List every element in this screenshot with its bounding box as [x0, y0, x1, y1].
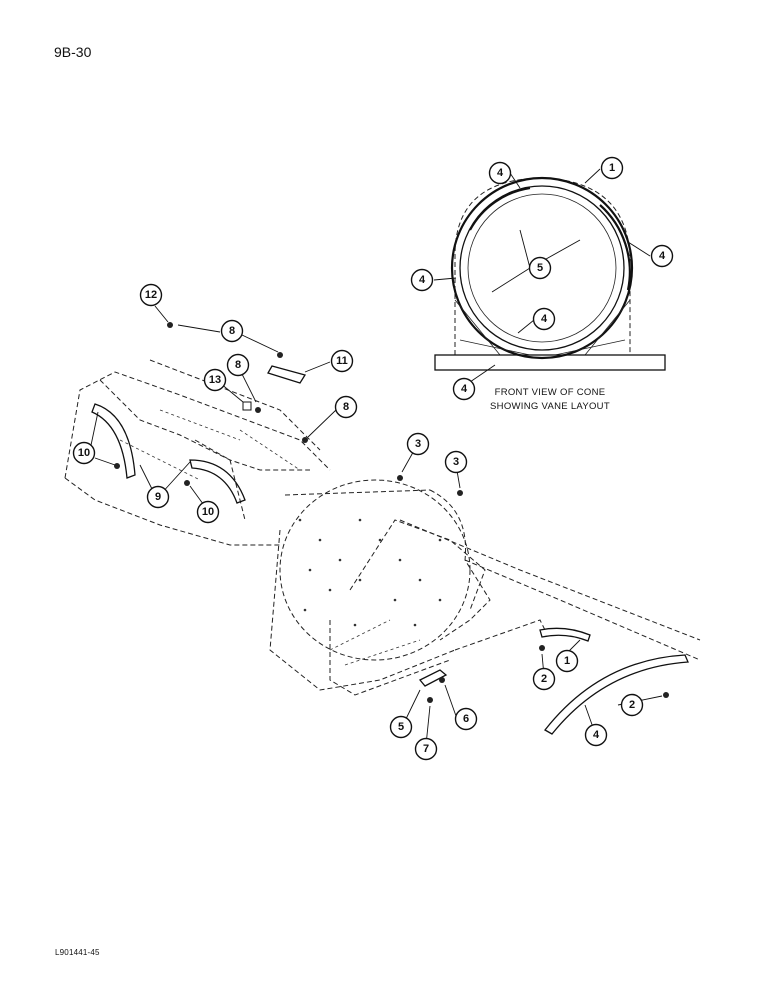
callout-11: 11 [330, 349, 354, 373]
svg-text:4: 4 [541, 313, 548, 325]
callout-6-lower: 6 [454, 707, 478, 731]
callout-4-inset-right: 4 [650, 244, 674, 268]
svg-text:13: 13 [209, 374, 221, 386]
callout-4-inset-center: 4 [532, 307, 556, 331]
svg-text:8: 8 [229, 325, 235, 337]
plate-11 [267, 365, 307, 384]
inset-caption-line2: SHOWING VANE LAYOUT [490, 401, 610, 412]
svg-text:10: 10 [202, 506, 214, 518]
svg-text:7: 7 [423, 743, 429, 755]
callout-8-mid: 8 [226, 353, 250, 377]
callout-8-right: 8 [334, 395, 358, 419]
left-vane-9 [91, 403, 136, 479]
figure-code: L901441-45 [55, 948, 100, 957]
callout-7-lower: 7 [414, 737, 438, 761]
svg-text:2: 2 [541, 673, 547, 685]
callout-4-lower: 4 [584, 723, 608, 747]
svg-text:8: 8 [235, 359, 241, 371]
callout-10-left: 10 [72, 441, 96, 465]
svg-text:4: 4 [497, 167, 504, 179]
cone-front-view-inset [434, 176, 666, 371]
svg-text:4: 4 [419, 274, 426, 286]
inset-caption-line1: FRONT VIEW OF CONE [494, 387, 606, 398]
svg-text:4: 4 [461, 383, 468, 395]
rotor-housing-outline [64, 359, 701, 696]
callout-4-inset-top: 4 [488, 161, 512, 185]
callout-12: 12 [139, 283, 163, 307]
svg-text:4: 4 [659, 250, 666, 262]
vane-5-lower [418, 669, 448, 687]
svg-text:11: 11 [336, 355, 348, 367]
callout-3-right: 3 [444, 450, 468, 474]
svg-text:1: 1 [609, 162, 615, 174]
svg-text:5: 5 [537, 262, 543, 274]
housing-rivet-holes [298, 518, 442, 627]
page-number: 9B-30 [54, 44, 92, 60]
callout-3-left: 3 [406, 432, 430, 456]
svg-text:12: 12 [145, 289, 157, 301]
svg-text:6: 6 [463, 713, 469, 725]
callout-2-lower-left: 2 [532, 667, 556, 691]
svg-text:10: 10 [78, 447, 90, 459]
callout-13: 13 [203, 368, 227, 392]
vane-1-lower [539, 627, 591, 642]
callout-5-lower: 5 [389, 715, 413, 739]
callout-10-bottom: 10 [196, 500, 220, 524]
svg-text:5: 5 [398, 721, 404, 733]
svg-text:2: 2 [629, 699, 635, 711]
center-vane-9 [189, 459, 246, 504]
svg-text:9: 9 [155, 491, 161, 503]
hardware [114, 322, 669, 703]
inset-caption: FRONT VIEW OF CONE SHOWING VANE LAYOUT [470, 386, 630, 414]
callout-1-lower: 1 [555, 649, 579, 673]
callout-1-inset: 1 [600, 156, 624, 180]
callout-4-inset-left: 4 [410, 268, 434, 292]
svg-text:3: 3 [415, 438, 421, 450]
svg-text:1: 1 [564, 655, 570, 667]
svg-text:3: 3 [453, 456, 459, 468]
callout-4-inset-bottom: 4 [452, 377, 476, 401]
callout-9: 9 [146, 485, 170, 509]
vane-4-lower [544, 654, 689, 735]
callout-2-lower-right: 2 [620, 693, 644, 717]
callout-8-top: 8 [220, 319, 244, 343]
svg-text:4: 4 [593, 729, 600, 741]
callout-5-inset: 5 [528, 256, 552, 280]
svg-text:8: 8 [343, 401, 349, 413]
